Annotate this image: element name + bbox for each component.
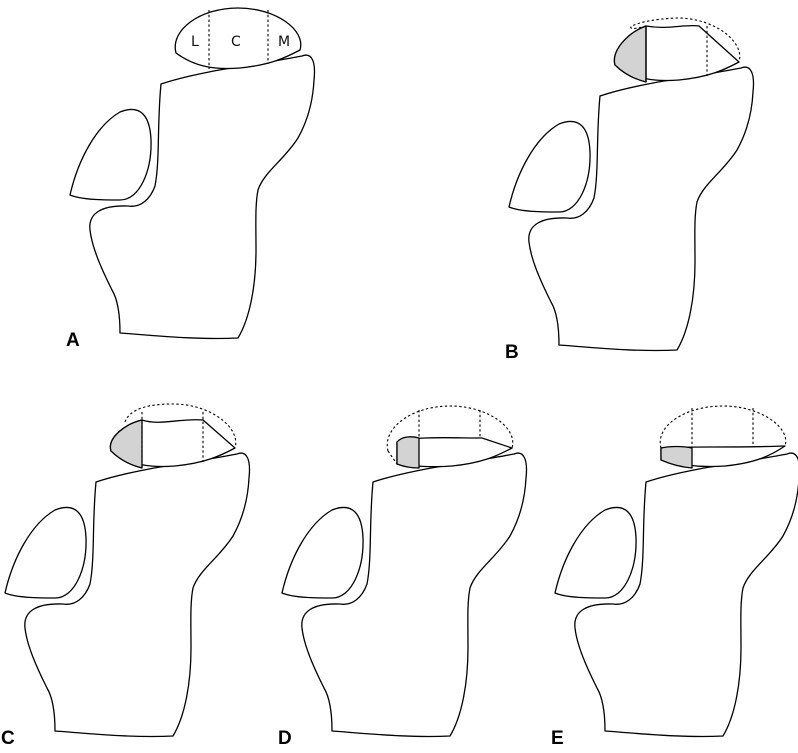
depressed-fragment	[109, 419, 143, 469]
depressed-fragment	[396, 436, 420, 469]
panel-d: D	[278, 405, 528, 749]
panel-b: B	[505, 17, 755, 363]
bone-outline	[69, 54, 316, 340]
zone-label-medial: M	[278, 34, 290, 50]
original-contour	[387, 450, 398, 465]
original-contour	[386, 405, 514, 452]
bone-outline	[508, 66, 755, 352]
panel-e: E	[551, 405, 798, 749]
bone-outline	[281, 452, 528, 738]
zone-label-lateral: L	[191, 34, 199, 50]
original-contour	[124, 403, 237, 449]
depressed-fragment	[613, 25, 647, 83]
panel-a: L C M A	[66, 7, 316, 351]
panel-label: B	[505, 342, 519, 363]
bone-outline	[554, 452, 798, 738]
zone-label-central: C	[231, 34, 241, 50]
panel-label: C	[1, 728, 15, 749]
depressed-fragment	[660, 445, 693, 469]
bone-outline	[4, 452, 251, 738]
panel-label: D	[278, 728, 292, 749]
panel-label: E	[551, 728, 564, 749]
original-contour	[630, 17, 741, 63]
panel-c: C	[1, 403, 251, 749]
panel-label: A	[66, 330, 80, 351]
original-contour	[659, 405, 787, 449]
